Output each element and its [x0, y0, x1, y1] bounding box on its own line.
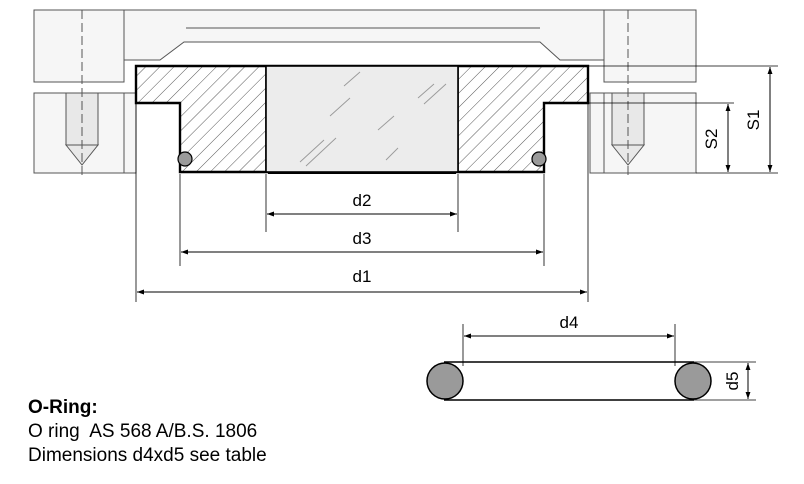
left-screw	[64, 10, 100, 175]
glass-window	[265, 65, 459, 174]
d1-label: d1	[353, 267, 372, 286]
caption-line-standard: O ring AS 568 A/B.S. 1806	[28, 421, 258, 442]
dimension-lines	[135, 65, 778, 302]
d4-label: d4	[560, 313, 579, 332]
d3-label: d3	[353, 229, 372, 248]
o-ring-caption: O-Ring: O ring AS 568 A/B.S. 1806 Dimens…	[28, 396, 267, 468]
caption-line-dimensions: Dimensions d4xd5 see table	[28, 445, 267, 466]
seal-rings-section	[177, 151, 547, 167]
o-ring-right-section	[674, 362, 712, 400]
o-ring-left-section	[426, 362, 464, 400]
d5-label: d5	[723, 372, 742, 391]
right-screw	[610, 10, 646, 175]
o-ring-detail	[426, 324, 756, 401]
d2-label: d2	[353, 191, 372, 210]
caption-title: O-Ring:	[28, 397, 98, 418]
s1-label: S1	[744, 110, 763, 131]
s2-label: S2	[702, 129, 721, 150]
